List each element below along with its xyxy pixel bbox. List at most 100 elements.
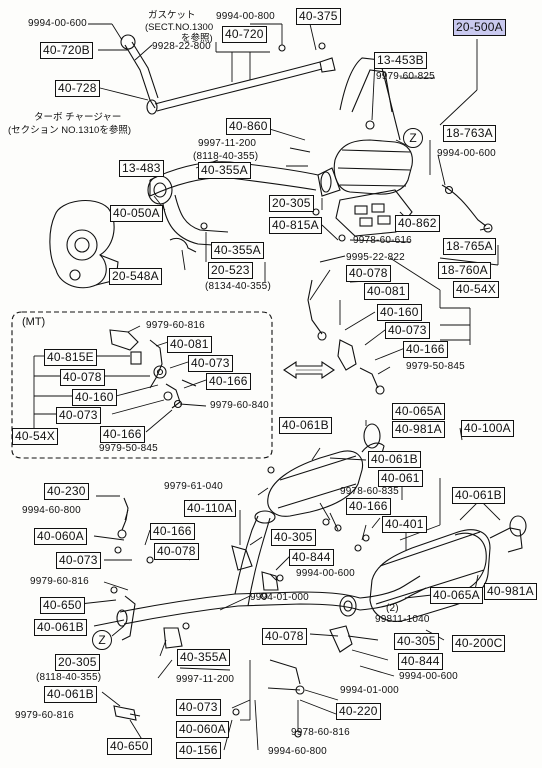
heat-shield-drawing	[335, 189, 413, 237]
part-label-40-081-mt: 40-081	[167, 336, 212, 353]
reference-marker-z-top: Z	[403, 128, 423, 148]
part-label-40-230: 40-230	[44, 483, 89, 500]
part-label-9997-11-200-bottom: 9997-11-200	[176, 674, 235, 685]
part-label-40-720b: 40-720B	[40, 42, 93, 59]
part-label-40-061b: 40-061B	[279, 417, 332, 434]
part-label-40-100a: 40-100A	[461, 420, 514, 437]
part-label-40-54x-mt: 40-54X	[12, 428, 58, 445]
part-label-40-815e: 40-815E	[44, 349, 97, 366]
center-pipe-drawing	[116, 510, 361, 627]
part-label-40-355a: 40-355A	[198, 162, 251, 179]
part-label-40-060a-bottom: 40-060A	[176, 721, 229, 738]
part-label-40-862: 40-862	[395, 215, 440, 232]
part-label-40-050a: 40-050A	[110, 205, 163, 222]
part-label-20-305-bottom: 20-305	[55, 654, 100, 671]
sensor-wire-drawing	[441, 184, 487, 227]
part-label-40-073-mt-lower: 40-073	[56, 407, 101, 424]
fasteners-drawing	[110, 42, 454, 738]
part-label-40-355a-lower: 40-355A	[211, 242, 264, 259]
part-label-13-453b: 13-453B	[374, 52, 427, 69]
section-1300-note-label: (SECT.NO.1300	[145, 22, 214, 33]
part-label-9978-60-835: 9978-60-835	[340, 486, 399, 497]
part-label-40-220: 40-220	[336, 703, 381, 720]
part-label-8118-40-355-bottom: (8118-40-355)	[36, 672, 102, 683]
reference-note-label: を参照)	[181, 33, 213, 44]
part-label-9979-60-816-bottom: 9979-60-816	[30, 576, 89, 587]
part-label-40-081: 40-081	[364, 283, 409, 300]
gasket-note-label: ガスケット	[148, 10, 196, 21]
part-label-8134-40-355: (8134-40-355)	[205, 281, 271, 292]
part-label-9994-01-000-bottom: 9994-01-000	[340, 685, 399, 696]
part-label-20-523: 20-523	[208, 262, 253, 279]
part-label-40-065a-bottom: 40-065A	[430, 587, 483, 604]
part-label-9979-60-825: 9979-60-825	[376, 71, 435, 82]
upper-pipe-drawing	[120, 34, 336, 115]
part-label-40-156: 40-156	[176, 742, 221, 759]
turbocharger-note-label: ターボ チャージャー	[34, 112, 122, 123]
mt-section-title: (MT)	[22, 316, 46, 328]
reference-marker-z-bottom: Z	[92, 630, 112, 650]
center-hanger-drawing	[307, 279, 385, 395]
part-label-40-166-right: 40-166	[346, 498, 391, 515]
part-label-20-500a: 20-500A	[453, 19, 506, 36]
part-label-9994-00-600-lower-right: 9994-00-600	[399, 671, 458, 682]
part-label-9994-00-600-bottom: 9994-00-600	[296, 568, 355, 579]
part-label-9994-60-800: 9994-60-800	[22, 505, 81, 516]
part-label-40-065a: 40-065A	[392, 403, 445, 420]
part-label-40-073: 40-073	[385, 322, 430, 339]
rear-pipe-drawing	[339, 575, 427, 617]
part-label-9978-60-616: 9978-60-616	[353, 235, 412, 246]
part-label-40-073-mt: 40-073	[188, 355, 233, 372]
mt-dashed-frame	[11, 311, 273, 459]
part-label-9979-50-845-mt: 9979-50-845	[99, 443, 158, 454]
part-label-9995-22-822: 9995-22-822	[346, 252, 405, 263]
part-label-40-160: 40-160	[377, 304, 422, 321]
top-leader-lines	[88, 23, 499, 375]
part-label-40-073-bottom: 40-073	[56, 552, 101, 569]
part-label-18-760a: 18-760A	[438, 262, 491, 279]
part-label-40-166-left: 40-166	[150, 523, 195, 540]
part-label-40-650: 40-650	[40, 597, 85, 614]
part-label-40-078-mt: 40-078	[60, 369, 105, 386]
part-label-40-166: 40-166	[403, 341, 448, 358]
part-label-40-844: 40-844	[289, 549, 334, 566]
part-label-40-728: 40-728	[55, 80, 100, 97]
resonator-drawing	[267, 423, 385, 517]
part-label-9994-00-800: 9994-00-800	[216, 11, 275, 22]
part-label-40-375: 40-375	[296, 8, 341, 25]
part-label-40-981a: 40-981A	[392, 421, 445, 438]
bracket-20-548a-drawing	[169, 237, 197, 253]
part-label-9994-00-600: 9994-00-600	[28, 18, 87, 29]
mt-leader-lines	[33, 325, 207, 433]
part-label-9979-60-840: 9979-60-840	[210, 400, 269, 411]
part-label-40-54x: 40-54X	[453, 281, 499, 298]
part-label-40-860: 40-860	[226, 118, 271, 135]
part-label-40-110a: 40-110A	[184, 500, 236, 517]
part-label-20-548a: 20-548A	[109, 268, 162, 285]
part-label-40-844-bottom: 40-844	[398, 653, 443, 670]
part-label-18-765a: 18-765A	[443, 238, 496, 255]
part-label-40-166-mt: 40-166	[206, 373, 251, 390]
part-label-9979-61-040: 9979-61-040	[164, 481, 223, 492]
part-label-20-305: 20-305	[269, 195, 314, 212]
part-label-40-061b-mid: 40-061B	[368, 451, 421, 468]
part-label-40-061: 40-061	[378, 470, 423, 487]
part-label-40-720: 40-720	[222, 26, 267, 43]
part-label-40-981a-bottom: 40-981A	[484, 583, 537, 600]
part-label-9997-11-200: 9997-11-200	[198, 138, 257, 149]
part-label-9979-60-816-lower: 9979-60-816	[15, 710, 74, 721]
part-label-40-078: 40-078	[346, 265, 391, 282]
part-label-9928-22-800: 9928-22-800	[152, 41, 211, 52]
part-label-40-061b-bottom: 40-061B	[44, 686, 97, 703]
part-label-40-060a: 40-060A	[34, 528, 87, 545]
turbocharger-drawing	[49, 200, 119, 289]
part-label-40-160-mt: 40-160	[72, 389, 117, 406]
part-label-40-061b-left: 40-061B	[34, 619, 87, 636]
part-label-40-650-bottom: 40-650	[107, 738, 152, 755]
part-label-40-355a-bottom: 40-355A	[177, 649, 230, 666]
part-label-8118-40-355: (8118-40-355)	[193, 151, 259, 162]
part-label-99811-1040: 99811-1040	[375, 614, 430, 625]
part-label-40-078-bottom: 40-078	[154, 543, 199, 560]
